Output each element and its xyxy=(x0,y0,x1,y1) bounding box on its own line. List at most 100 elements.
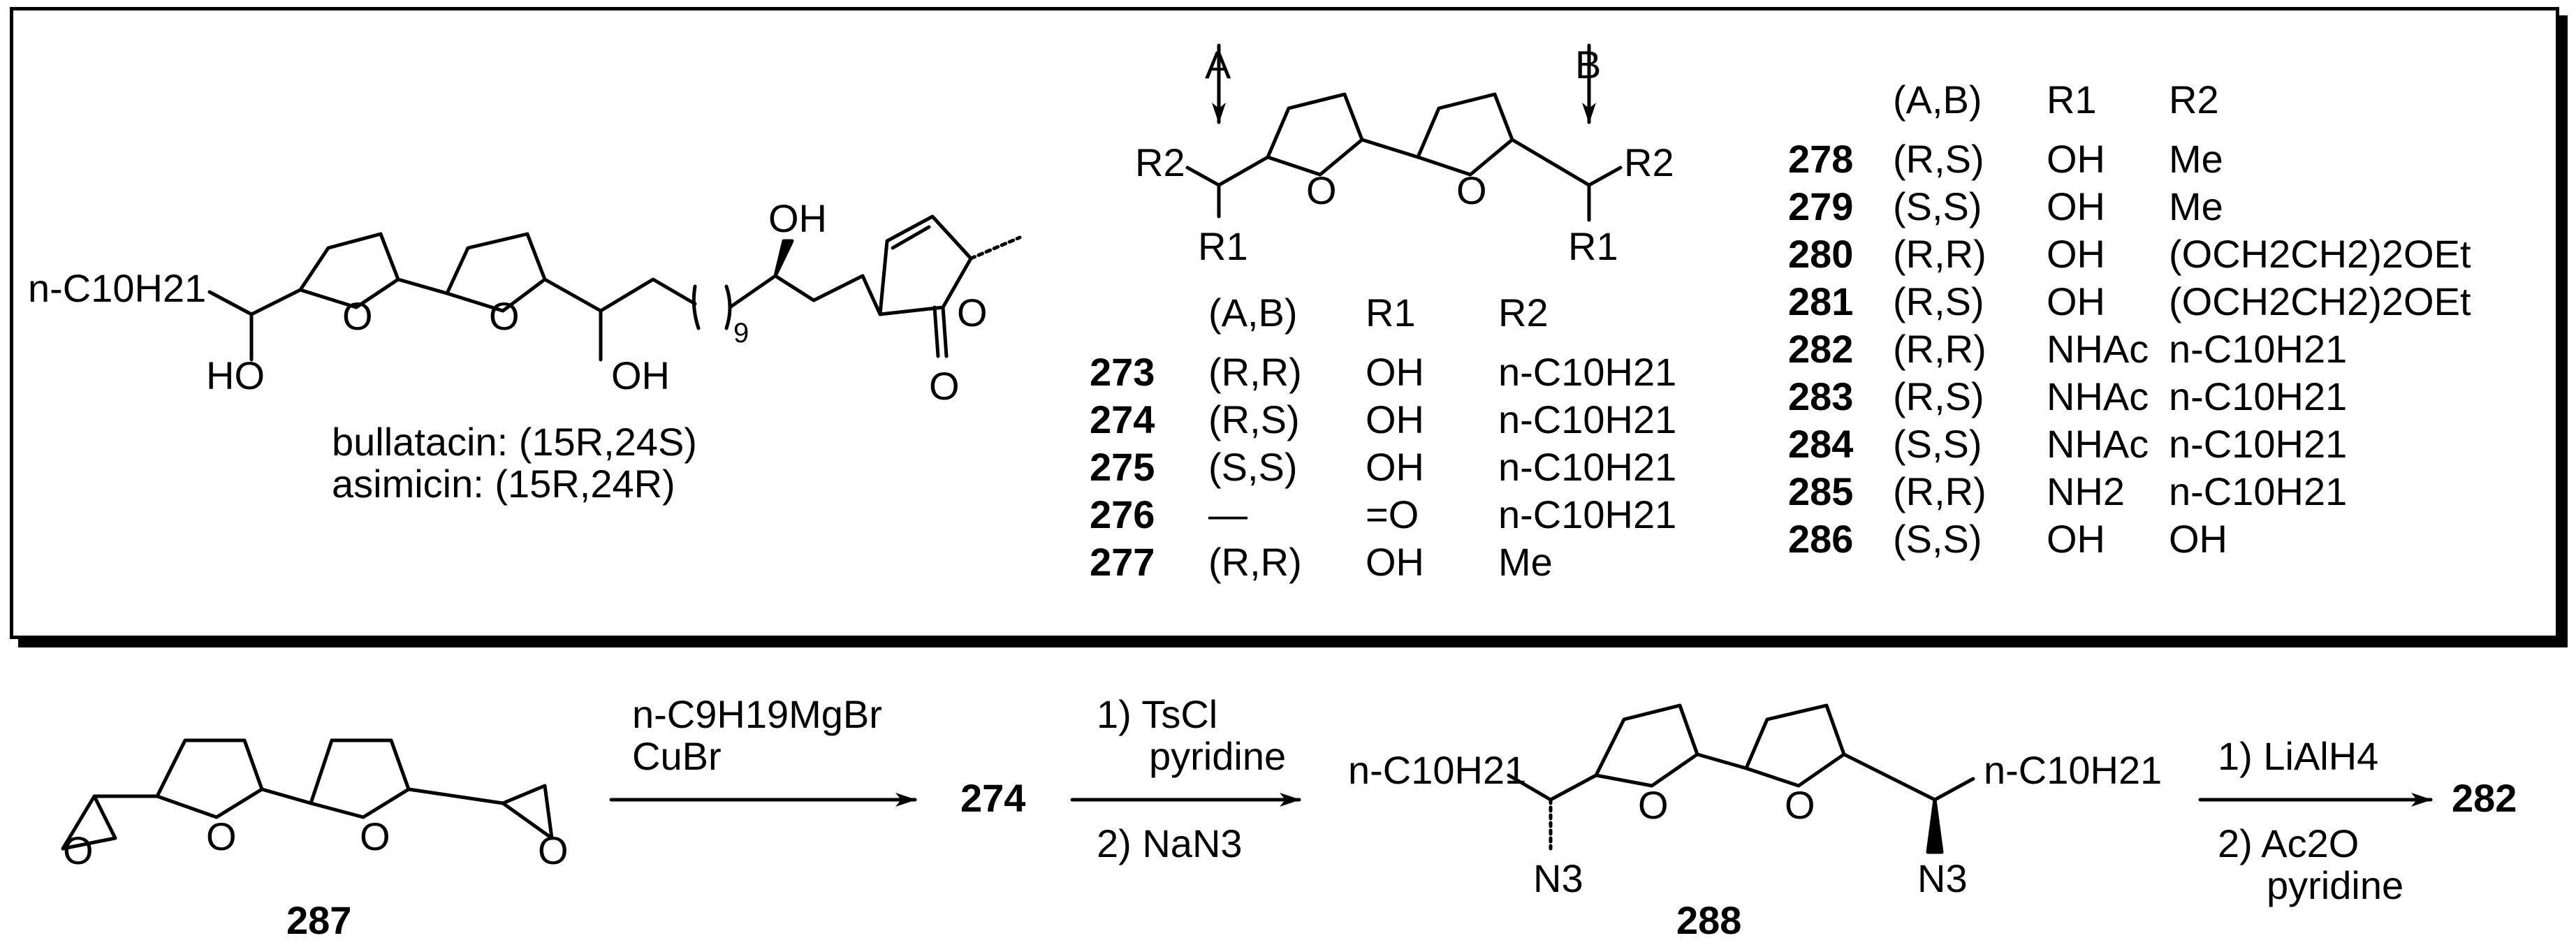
table-row-r1: OH xyxy=(1366,540,1424,584)
288-ring-o-2: O xyxy=(1785,783,1815,827)
table-row-compound: 277 xyxy=(1090,540,1155,584)
table-row-r2: n-C10H21 xyxy=(1498,492,1677,536)
generic-label-a: A xyxy=(1205,43,1231,87)
thf-ring-1 xyxy=(298,232,400,309)
table-row-r2: n-C10H21 xyxy=(1498,397,1677,441)
table-row-compound: 284 xyxy=(1788,422,1854,466)
np-oh-mid-label: OH xyxy=(611,353,670,397)
step1-reagent-2: CuBr xyxy=(632,734,722,778)
gen-thf-ring-1 xyxy=(1266,92,1364,177)
generic-r2-left: R2 xyxy=(1135,140,1185,184)
top-panel-frame xyxy=(10,7,2559,639)
compound-287-label: 287 xyxy=(286,898,352,942)
natural-product-structure xyxy=(207,214,1022,362)
butenolide-ring xyxy=(878,214,973,316)
bottom-scheme xyxy=(61,703,2433,854)
generic-structure xyxy=(1185,43,1623,222)
table-header-2: R2 xyxy=(1498,291,1549,335)
table-row-r1: OH xyxy=(1366,350,1424,394)
table-row-r1: OH xyxy=(1366,445,1424,489)
287-thf-ring-2 xyxy=(309,738,411,819)
gen-thf-ring-2 xyxy=(1416,92,1514,177)
table-row-ab: (S,S) xyxy=(1893,517,1982,561)
table-row-r2: n-C10H21 xyxy=(2169,327,2348,371)
np-chain-2 xyxy=(599,277,697,313)
table-row-ab: (R,R) xyxy=(1893,232,1986,276)
gen-inter-ring xyxy=(1360,138,1420,159)
table-row-r2: Me xyxy=(2169,184,2223,228)
compound-288-label: 288 xyxy=(1676,898,1742,942)
bullatacin-caption: bullatacin: (15R,24S) xyxy=(332,420,697,464)
table-row-r1: NHAc xyxy=(2047,374,2149,418)
table-row-r2: (OCH2CH2)2OEt xyxy=(2169,232,2471,276)
table-row-r1: NHAc xyxy=(2047,327,2149,371)
table-row-ab: (S,S) xyxy=(1893,422,1982,466)
table-row-ab: (R,R) xyxy=(1208,350,1302,394)
table-row-compound: 276 xyxy=(1090,492,1155,536)
288-azide-right: N3 xyxy=(1917,856,1968,900)
carbonyl-bond-2 xyxy=(932,305,940,358)
gen-right-link xyxy=(1510,138,1623,187)
table-row-compound: 283 xyxy=(1788,374,1854,418)
np-oh-wedge xyxy=(773,239,794,278)
288-azide-left: N3 xyxy=(1533,856,1583,900)
step3-line-1: 1) LiAlH4 xyxy=(2218,734,2379,778)
methyl-hash xyxy=(969,235,1022,261)
generic-r1-left: R1 xyxy=(1198,224,1248,268)
np-chain-3 xyxy=(728,274,865,309)
np-carbonyl-o: O xyxy=(929,364,960,408)
table-row-r1: OH xyxy=(2047,184,2105,228)
table-row-r2: OH xyxy=(2169,517,2227,561)
generic-r1-right: R1 xyxy=(1568,224,1618,268)
table-row-r2: n-C10H21 xyxy=(2169,469,2348,513)
table-row-compound: 281 xyxy=(1788,279,1854,323)
table-row-ab: (R,S) xyxy=(1893,137,1984,181)
table-header-0: (A,B) xyxy=(1893,78,1982,122)
table-row-compound: 274 xyxy=(1090,397,1155,441)
table-row-ab: (R,S) xyxy=(1893,374,1984,418)
np-lactone-o: O xyxy=(957,291,988,335)
step2-line-2: pyridine xyxy=(1149,734,1287,778)
table-row-r1: NH2 xyxy=(2047,469,2125,513)
generic-label-b: B xyxy=(1575,43,1602,87)
288-right-azide-wedge xyxy=(1926,798,1944,854)
np-inter-ring-bond xyxy=(396,277,449,295)
287-epoxide-o-left: O xyxy=(63,828,94,872)
np-ring-o-1: O xyxy=(342,294,373,338)
table-row-compound: 278 xyxy=(1788,137,1854,181)
table-row-compound: 285 xyxy=(1788,469,1854,513)
table-header-1: R1 xyxy=(1366,291,1416,335)
step3-line-3: pyridine xyxy=(2267,863,2404,907)
gen-left-link xyxy=(1217,155,1270,187)
288-ring-o-1: O xyxy=(1638,783,1669,827)
table-row-ab: (R,R) xyxy=(1893,469,1986,513)
generic-ring-o-1: O xyxy=(1306,168,1337,212)
table-row-compound: 280 xyxy=(1788,232,1854,276)
table-row-r2: Me xyxy=(1498,540,1553,584)
table-row-r1: OH xyxy=(2047,137,2105,181)
table-row-compound: 273 xyxy=(1090,350,1155,394)
table-row-r1: OH xyxy=(2047,279,2105,323)
epoxide-right xyxy=(501,784,554,840)
np-repeat-count: 9 xyxy=(733,318,749,349)
287-ring-o-1: O xyxy=(206,814,237,858)
asimicin-caption: asimicin: (15R,24R) xyxy=(332,462,675,506)
generic-r2-right: R2 xyxy=(1624,140,1674,184)
epoxide-left xyxy=(61,794,117,851)
table-row-ab: — xyxy=(1208,492,1247,536)
repeat-bracket-left xyxy=(691,284,701,330)
table-row-r2: Me xyxy=(2169,137,2223,181)
compound-274-label: 274 xyxy=(960,776,1026,820)
step3-line-2: 2) Ac2O xyxy=(2218,821,2359,865)
table-row-r1: =O xyxy=(1366,492,1419,536)
288-right-chain xyxy=(1842,752,1975,802)
table-header-0: (A,B) xyxy=(1208,291,1298,335)
table-row-ab: (R,R) xyxy=(1208,540,1302,584)
table-row-ab: (R,S) xyxy=(1208,397,1300,441)
carbonyl-bond-1 xyxy=(941,305,949,358)
butenolide-double-bond xyxy=(891,225,931,250)
np-oh-carbon xyxy=(543,277,603,362)
table-row-ab: (R,R) xyxy=(1893,327,1986,371)
288-chain-left: n-C10H21 xyxy=(1348,748,1527,792)
